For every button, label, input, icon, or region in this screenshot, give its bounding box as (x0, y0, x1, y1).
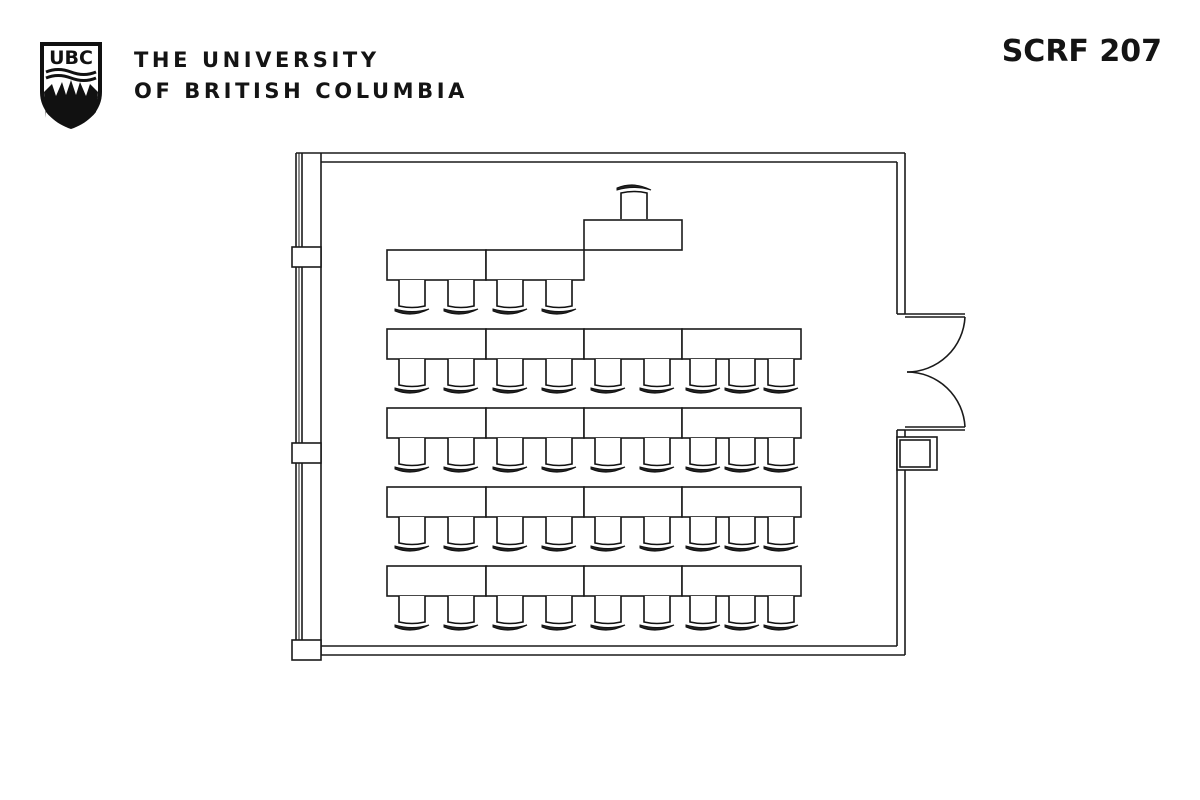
room-walls (295, 152, 906, 656)
double-door[interactable] (897, 313, 966, 431)
university-wordmark: THE UNIVERSITY OF BRITISH COLUMBIA (134, 45, 468, 107)
wordmark-line-1: THE UNIVERSITY (134, 48, 380, 72)
wall-columns (291, 246, 322, 661)
row-2 (386, 328, 802, 394)
logo-text: UBC (49, 47, 93, 69)
wordmark-line-2: OF BRITISH COLUMBIA (134, 79, 468, 103)
ubc-crest-logo-icon: UBC (40, 42, 102, 129)
room-code-title: SCRF 207 (1001, 34, 1162, 69)
row-1-tables (386, 249, 585, 281)
row-4 (386, 486, 802, 552)
wall-fixture (896, 436, 938, 471)
instructor-chair (616, 184, 652, 220)
row-1-chairs (394, 279, 577, 315)
instructor-station (583, 219, 683, 251)
row-3 (386, 407, 802, 473)
row-5 (386, 565, 802, 631)
